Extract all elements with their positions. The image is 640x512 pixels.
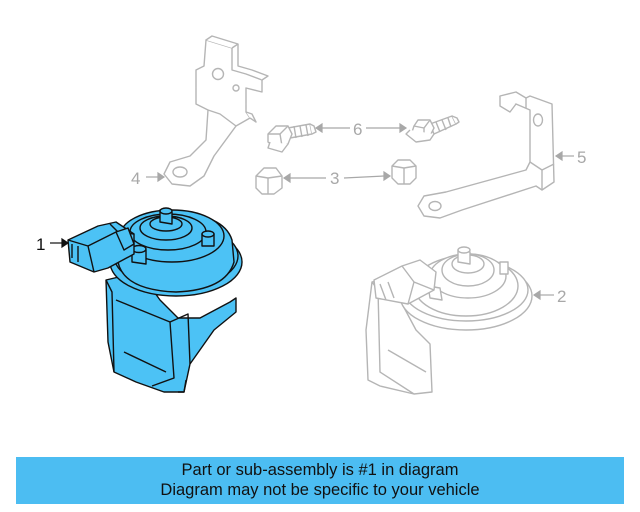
bolt-part-6-left <box>267 123 317 153</box>
parts-diagram: 1 2 3 4 5 6 <box>36 35 586 395</box>
horn-part-1[interactable] <box>67 207 243 393</box>
info-banner: Part or sub-assembly is #1 in diagram Di… <box>16 457 624 504</box>
banner-line-disclaimer: Diagram may not be specific to your vehi… <box>160 481 480 499</box>
callout-5[interactable]: 5 <box>577 148 586 167</box>
callout-3[interactable]: 3 <box>330 169 339 188</box>
nut-part-3-left <box>255 167 283 195</box>
horn-part-2 <box>365 246 533 395</box>
bracket-part-5 <box>417 91 555 219</box>
callout-2[interactable]: 2 <box>557 287 566 306</box>
banner-line-part-number: Part or sub-assembly is #1 in diagram <box>181 461 459 479</box>
nut-part-3-right <box>391 159 417 185</box>
callout-4[interactable]: 4 <box>131 169 140 188</box>
bracket-part-4 <box>163 35 269 187</box>
callout-leaders <box>50 122 574 301</box>
callout-6[interactable]: 6 <box>353 120 362 139</box>
callout-1[interactable]: 1 <box>36 235 45 254</box>
bolt-part-6-right <box>405 115 460 143</box>
